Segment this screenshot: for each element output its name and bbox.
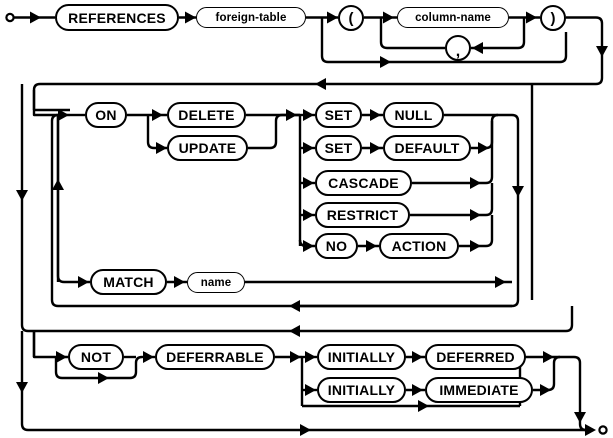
token-cascade[interactable]: CASCADE [315,170,412,196]
token-name[interactable]: name [187,272,245,293]
arrow-start [30,11,41,24]
token-update[interactable]: UPDATE [167,135,248,161]
token-not[interactable]: NOT [68,344,124,370]
token-restrict[interactable]: RESTRICT [315,202,410,228]
token-default[interactable]: DEFAULT [383,135,471,161]
token-no[interactable]: NO [315,233,358,259]
end-circle-icon [598,425,608,435]
token-initially-deferred[interactable]: INITIALLY [317,344,406,370]
token-left-paren[interactable]: ( [338,5,364,31]
token-set-default[interactable]: SET [315,135,362,161]
token-deferrable[interactable]: DEFERRABLE [155,344,275,370]
token-null[interactable]: NULL [383,102,444,128]
token-right-paren[interactable]: ) [540,5,566,31]
token-comma[interactable]: , [445,35,471,61]
token-match[interactable]: MATCH [90,269,167,295]
track-group-row2 [16,84,534,333]
token-on[interactable]: ON [85,102,127,128]
token-immediate[interactable]: IMMEDIATE [425,377,533,403]
token-delete[interactable]: DELETE [167,102,246,128]
token-set-null[interactable]: SET [315,102,362,128]
token-column-name[interactable]: column-name [397,7,509,28]
token-foreign-table[interactable]: foreign-table [196,7,306,28]
token-references[interactable]: REFERENCES [55,4,179,31]
track-group-row1 [5,11,608,110]
token-action[interactable]: ACTION [379,233,459,259]
token-deferred[interactable]: DEFERRED [425,344,526,370]
track-group-row3 [16,306,608,436]
token-initially-immediate[interactable]: INITIALLY [317,377,406,403]
start-circle-icon [5,12,15,23]
